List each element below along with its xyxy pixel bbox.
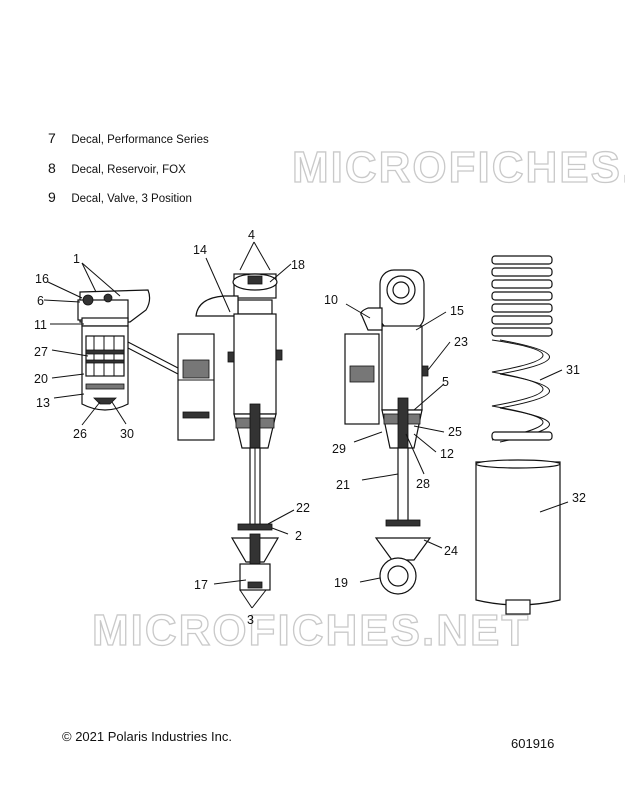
- callout-27: 27: [34, 345, 48, 359]
- callout-1: 1: [73, 252, 80, 266]
- callout-6: 6: [37, 294, 44, 308]
- callout-31: 31: [566, 363, 580, 377]
- callout-24: 24: [444, 544, 458, 558]
- callout-5: 5: [442, 375, 449, 389]
- callout-20: 20: [34, 372, 48, 386]
- diagram-number: 601916: [511, 736, 555, 751]
- callout-17: 17: [194, 578, 208, 592]
- callout-21: 21: [336, 478, 350, 492]
- callout-26: 26: [73, 427, 87, 441]
- shock-cover: [475, 459, 561, 615]
- callout-13: 13: [36, 396, 50, 410]
- callout-15: 15: [450, 304, 464, 318]
- callout-29: 29: [332, 442, 346, 456]
- legend-number: 9: [48, 189, 56, 205]
- callout-14: 14: [193, 243, 207, 257]
- callout-18: 18: [291, 258, 305, 272]
- shock-assembly-rear: [344, 269, 432, 595]
- reservoir-assembly: [77, 289, 151, 411]
- legend-number: 7: [48, 130, 56, 146]
- shock-assembly-front: [177, 273, 283, 591]
- legend-item-9: 9 Decal, Valve, 3 Position: [48, 189, 192, 205]
- callout-10: 10: [324, 293, 338, 307]
- copyright-text: © 2021 Polaris Industries Inc.: [62, 729, 232, 744]
- legend-item-7: 7 Decal, Performance Series: [48, 130, 209, 146]
- leader-lines: [43, 241, 569, 609]
- callout-28: 28: [416, 477, 430, 491]
- callout-2: 2: [295, 529, 302, 543]
- coil-spring: [491, 255, 553, 443]
- watermark-bottom: MICROFICHES.NET: [92, 606, 530, 655]
- callouts: 4 1 16 6 11 27 20 13 26 30 14 18 10 15 2…: [34, 228, 586, 627]
- callout-19: 19: [334, 576, 348, 590]
- legend-text: Decal, Reservoir, FOX: [71, 164, 186, 176]
- legend-text: Decal, Performance Series: [71, 134, 209, 146]
- callout-25: 25: [448, 425, 462, 439]
- callout-11: 11: [34, 318, 47, 332]
- callout-32: 32: [572, 491, 586, 505]
- callout-16: 16: [35, 272, 49, 286]
- callout-22: 22: [296, 501, 310, 515]
- callout-23: 23: [454, 335, 468, 349]
- watermark-top: MICROFICHES.NET: [292, 143, 625, 192]
- callout-12: 12: [440, 447, 454, 461]
- callout-4: 4: [248, 228, 255, 242]
- callout-30: 30: [120, 427, 134, 441]
- legend-item-8: 8 Decal, Reservoir, FOX: [48, 160, 186, 176]
- callout-3: 3: [247, 613, 254, 627]
- legend-number: 8: [48, 160, 56, 176]
- legend-text: Decal, Valve, 3 Position: [71, 193, 192, 205]
